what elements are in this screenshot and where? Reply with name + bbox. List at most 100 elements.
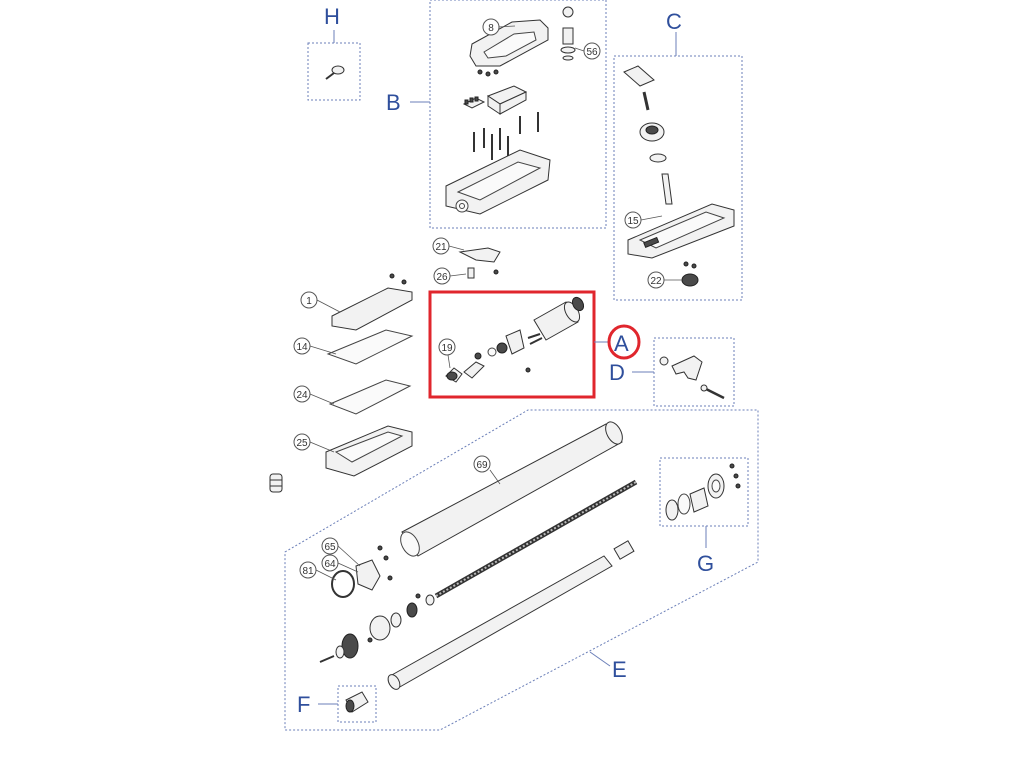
part-number-8-circle xyxy=(482,18,500,36)
group-d-label[interactable]: D xyxy=(609,360,625,385)
part-number-15-circle xyxy=(624,211,642,229)
group-e-label[interactable]: E xyxy=(612,657,627,682)
group-b-box xyxy=(429,0,607,229)
cover-1-part xyxy=(331,287,413,331)
bevel-gear-part xyxy=(639,122,665,142)
leader-65 xyxy=(337,545,361,567)
small-screws-b xyxy=(477,69,499,77)
bracket-21-part xyxy=(458,247,501,263)
group-a-highlight-circle xyxy=(607,324,641,360)
group-a-highlight-box xyxy=(428,290,596,399)
lock-cylinder-part xyxy=(560,6,576,61)
group-h-label[interactable]: H xyxy=(324,4,340,29)
motor-part xyxy=(527,296,585,345)
part-number-21[interactable]: 21 xyxy=(435,242,447,253)
outer-tube-69-part xyxy=(400,421,623,557)
group-c-label[interactable]: C xyxy=(666,9,682,34)
drive-gear-part xyxy=(319,633,373,663)
group-a-label[interactable]: A xyxy=(614,331,629,356)
lead-screw-part xyxy=(434,479,638,599)
screw-set-b xyxy=(473,112,539,160)
part-number-8[interactable]: 8 xyxy=(488,23,494,34)
group-f: F xyxy=(297,685,377,723)
group-f-label[interactable]: F xyxy=(297,692,310,717)
washer-c-part xyxy=(649,153,667,163)
washers-e-part xyxy=(369,593,435,641)
ring-81-part xyxy=(331,570,355,598)
gear-plate-part xyxy=(474,329,525,360)
handle-part xyxy=(469,19,549,67)
cover-stack: 1 14 24 25 xyxy=(269,273,414,493)
housing-25-part xyxy=(325,425,413,477)
leader-25 xyxy=(309,441,335,453)
part-number-22-circle xyxy=(647,271,665,289)
group-c-box xyxy=(613,55,743,301)
part-number-14-circle xyxy=(293,337,311,355)
shaft-c-part xyxy=(661,173,673,205)
pin-26-part xyxy=(467,267,475,279)
group-h: H xyxy=(307,4,361,101)
nut-part xyxy=(613,540,635,560)
base-housing-part xyxy=(445,149,551,215)
leader-24 xyxy=(309,393,335,405)
part-number-21-circle xyxy=(432,237,450,255)
part-number-19-circle xyxy=(438,338,456,356)
leader-15 xyxy=(640,215,663,221)
part-number-14[interactable]: 14 xyxy=(296,342,308,353)
part-number-81-circle xyxy=(299,561,317,579)
part-number-19[interactable]: 19 xyxy=(441,343,453,354)
part-number-56[interactable]: 56 xyxy=(586,47,598,58)
worm-gear-19-part xyxy=(445,361,531,383)
cable-plug-part xyxy=(269,473,283,493)
leader-21 xyxy=(448,245,465,251)
part-number-1-circle xyxy=(300,291,318,309)
part-number-65-circle xyxy=(321,537,339,555)
part-number-24-circle xyxy=(293,385,311,403)
bearing-set-part xyxy=(665,463,741,521)
bracket-21-26: 21 26 xyxy=(432,237,501,285)
group-e-leader xyxy=(589,651,611,667)
frame-24-part xyxy=(328,379,412,415)
gasket-14-part xyxy=(326,329,414,365)
part-number-69-circle xyxy=(473,455,491,473)
part-number-1[interactable]: 1 xyxy=(306,296,312,307)
group-b: B xyxy=(386,0,607,229)
leader-81 xyxy=(315,569,337,581)
part-number-15[interactable]: 15 xyxy=(627,216,639,227)
part-number-25[interactable]: 25 xyxy=(296,438,308,449)
part-number-64[interactable]: 64 xyxy=(324,559,336,570)
rear-bracket-part xyxy=(659,355,725,400)
part-number-22[interactable]: 22 xyxy=(650,276,662,287)
part-number-81[interactable]: 81 xyxy=(302,566,314,577)
terminal-block-part xyxy=(462,96,486,109)
limit-bracket-part xyxy=(623,65,655,87)
part-number-56-circle xyxy=(583,42,601,60)
group-a: A 19 xyxy=(428,290,641,399)
pin-part xyxy=(642,91,650,111)
bracket-65-part xyxy=(355,545,393,591)
release-key-part xyxy=(325,65,345,80)
leader-8 xyxy=(497,25,516,28)
group-e: E 69 65 xyxy=(284,409,759,731)
end-cap-part xyxy=(345,691,369,713)
board-cover-part xyxy=(486,85,528,115)
group-g-label[interactable]: G xyxy=(697,551,714,576)
part-number-24[interactable]: 24 xyxy=(296,390,308,401)
leader-64 xyxy=(337,562,359,573)
part-number-26[interactable]: 26 xyxy=(436,272,448,283)
part-number-25-circle xyxy=(293,433,311,451)
group-g-box xyxy=(659,457,749,527)
leader-1 xyxy=(316,299,341,313)
leader-56 xyxy=(574,47,585,52)
part-number-64-circle xyxy=(321,554,339,572)
group-g: G xyxy=(659,457,749,576)
group-c: C 15 xyxy=(613,9,743,301)
group-b-label[interactable]: B xyxy=(386,90,401,115)
part-number-65[interactable]: 65 xyxy=(324,542,336,553)
part-number-69[interactable]: 69 xyxy=(476,460,488,471)
leader-14 xyxy=(309,345,337,355)
base-c-housing-part xyxy=(627,203,735,259)
inner-tube-part xyxy=(387,555,613,690)
leader-69 xyxy=(489,469,501,485)
